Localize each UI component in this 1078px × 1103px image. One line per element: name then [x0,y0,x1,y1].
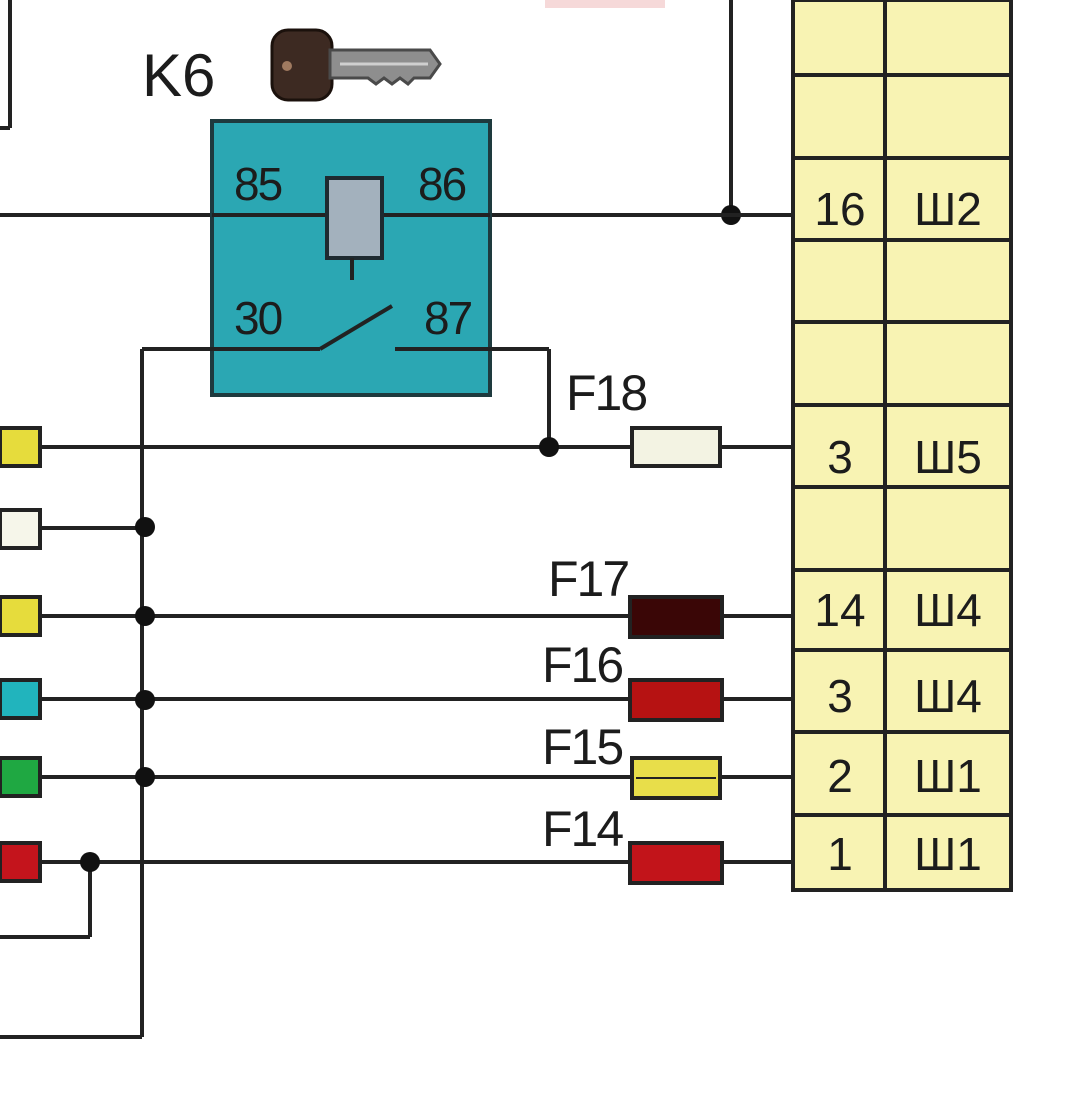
connector-plug-id: Ш4 [914,670,982,722]
left-fuse-stub [0,841,42,883]
fuse-label: F17 [548,551,628,607]
relay-switch-contact [318,304,394,351]
top-artifact [545,0,665,8]
connector-pin-number: 3 [827,431,853,483]
fuse-f15: F15 [542,719,722,800]
fuse-body [628,678,724,722]
junction-dot [135,606,155,626]
left-fuse-stub [0,678,42,720]
fuse-f16: F16 [542,637,724,722]
connector-plug-id: Ш1 [914,750,982,802]
fuse-body [628,841,724,885]
left-fuse-stub [0,508,42,550]
junction-dot [135,517,155,537]
left-fuse-stubs [0,426,42,883]
connector-plug-id: Ш4 [914,584,982,636]
connector-block-body [791,0,1013,892]
connector-pin-number: 1 [827,828,853,880]
fuse-label: F15 [542,719,622,775]
connector-block: 16 Ш2 3 Ш5 14 Ш4 3 Ш4 2 Ш1 1 Ш1 [791,0,1013,892]
fuse-body [628,595,724,639]
connector-plug-id: Ш2 [914,183,982,235]
fuse-label: F18 [566,365,646,421]
connector-pin-number: 14 [814,584,865,636]
fuse-f17: F17 [548,551,724,639]
connector-pin-number: 16 [814,183,865,235]
junction-dot [539,437,559,457]
connector-pin-number: 3 [827,670,853,722]
fuse-f14: F14 [542,801,724,885]
key-icon [270,28,442,102]
junction-dot [80,852,100,872]
connector-plug-id: Ш5 [914,431,982,483]
fuse-label: F16 [542,637,622,693]
connector-plug-id: Ш1 [914,828,982,880]
relay-pin-87: 87 [424,292,472,344]
relay-k6: 85 86 30 87 [210,119,492,397]
fuse-label: F14 [542,801,623,857]
junction-dot [135,767,155,787]
fuse-body [630,426,722,468]
left-fuse-stub [0,595,42,637]
relay-pin-30: 30 [234,292,282,344]
connector-pin-number: 2 [827,750,853,802]
relay-label: K6 [142,42,215,109]
left-fuse-stub [0,426,42,468]
relay-pin-86: 86 [418,158,466,210]
junction-dot [135,690,155,710]
relay-pin-85: 85 [234,158,282,210]
relay-coil [325,176,384,260]
left-fuse-stub [0,756,42,798]
fuse-f18: F18 [566,365,722,468]
